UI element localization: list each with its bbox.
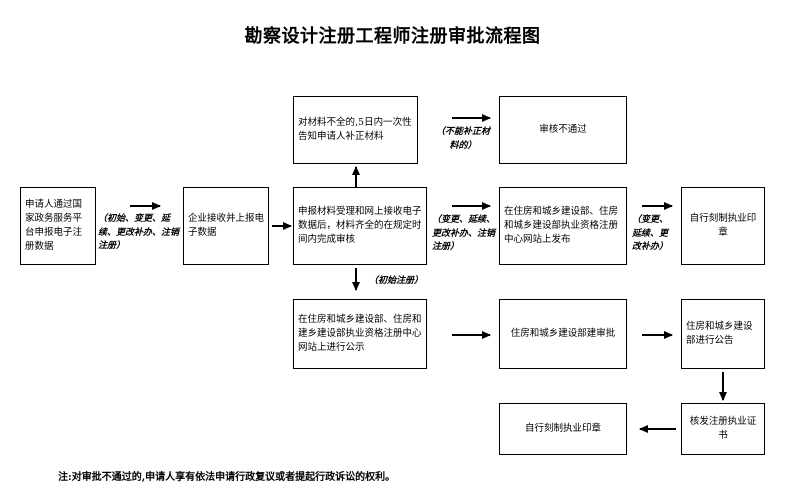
arrow-supplement-to-rejected xyxy=(452,113,491,122)
box-publicity-website: 在住房和城乡建设部、住房和建乡建设部执业资格注册中心网站上进行公示 xyxy=(293,299,427,369)
box-publish-website: 在住房和城乡建设部、住房和城乡建设部执业资格注册中心网站上发布 xyxy=(499,187,627,265)
arrow-announcement-to-certificate xyxy=(718,372,727,401)
arrow-publicity-to-ministry xyxy=(452,330,491,339)
arrow-enterprise-to-review xyxy=(272,221,292,230)
arrow-certificate-to-seal xyxy=(639,424,676,433)
box-review-rejected: 审核不通过 xyxy=(499,96,627,164)
arrow-publish-to-seal xyxy=(642,201,673,210)
arrow-label-change-renew: （变更、延续、更改补办） xyxy=(632,215,669,252)
box-seal-carve-top-label: 自行刻制执业印章 xyxy=(689,213,757,238)
box-publicity-website-label: 在住房和城乡建设部、住房和建乡建设部执业资格注册中心网站上进行公示 xyxy=(298,314,422,353)
arrow-label-registration-types: （初始、变更、延续、更改补办、注销注册） xyxy=(98,214,180,251)
footer-note: 注:对审批不通过的,申请人享有依法申请行政复议或者提起行政诉讼的权利。 xyxy=(58,472,396,483)
arrow-label-cannot-supplement: （不能补正材料的） xyxy=(435,127,490,151)
arrow-label-change-types: （变更、延续、更改补办、注销注册） xyxy=(432,215,496,252)
arrow-review-to-supplement xyxy=(351,166,360,187)
box-seal-carve-top: 自行刻制执业印章 xyxy=(681,187,765,265)
box-material-review-label: 申报材料受理和网上接收电子数据后，材料齐全的在规定时间内完成审核 xyxy=(298,206,422,245)
arrow-applicant-to-enterprise xyxy=(130,201,161,210)
box-seal-carve-bottom: 自行刻制执业印章 xyxy=(499,403,627,455)
box-supplement-materials-label: 对材料不全的,5日内一次性告知申请人补正材料 xyxy=(298,117,412,142)
box-seal-carve-bottom-label: 自行刻制执业印章 xyxy=(524,423,601,435)
box-review-rejected-label: 审核不通过 xyxy=(539,124,587,136)
box-ministry-approval: 住房和城乡建设部建审批 xyxy=(499,299,627,369)
box-supplement-materials: 对材料不全的,5日内一次性告知申请人补正材料 xyxy=(293,96,418,164)
box-applicant-submit: 申请人通过国家政务服务平台申报电子注册数据 xyxy=(20,187,96,265)
box-material-review: 申报材料受理和网上接收电子数据后，材料齐全的在规定时间内完成审核 xyxy=(293,187,427,265)
box-ministry-announcement-label: 住房和城乡建设部进行公告 xyxy=(686,321,753,346)
arrow-review-to-publish xyxy=(452,201,491,210)
page-title: 勘察设计注册工程师注册审批流程图 xyxy=(244,26,541,47)
arrow-review-to-publicity xyxy=(351,268,360,291)
box-ministry-announcement: 住房和城乡建设部进行公告 xyxy=(681,299,765,369)
box-enterprise-receive-label: 企业接收并上报电子数据 xyxy=(188,213,265,238)
box-enterprise-receive: 企业接收并上报电子数据 xyxy=(183,187,269,265)
arrow-label-initial-registration: （初始注册） xyxy=(369,276,424,286)
arrow-ministry-to-announcement xyxy=(642,330,673,339)
box-issue-certificate-label: 核发注册执业证书 xyxy=(689,416,757,441)
box-applicant-submit-label: 申请人通过国家政务服务平台申报电子注册数据 xyxy=(25,199,83,252)
box-publish-website-label: 在住房和城乡建设部、住房和城乡建设部执业资格注册中心网站上发布 xyxy=(504,206,619,245)
box-ministry-approval-label: 住房和城乡建设部建审批 xyxy=(510,328,616,340)
box-issue-certificate: 核发注册执业证书 xyxy=(681,403,765,455)
